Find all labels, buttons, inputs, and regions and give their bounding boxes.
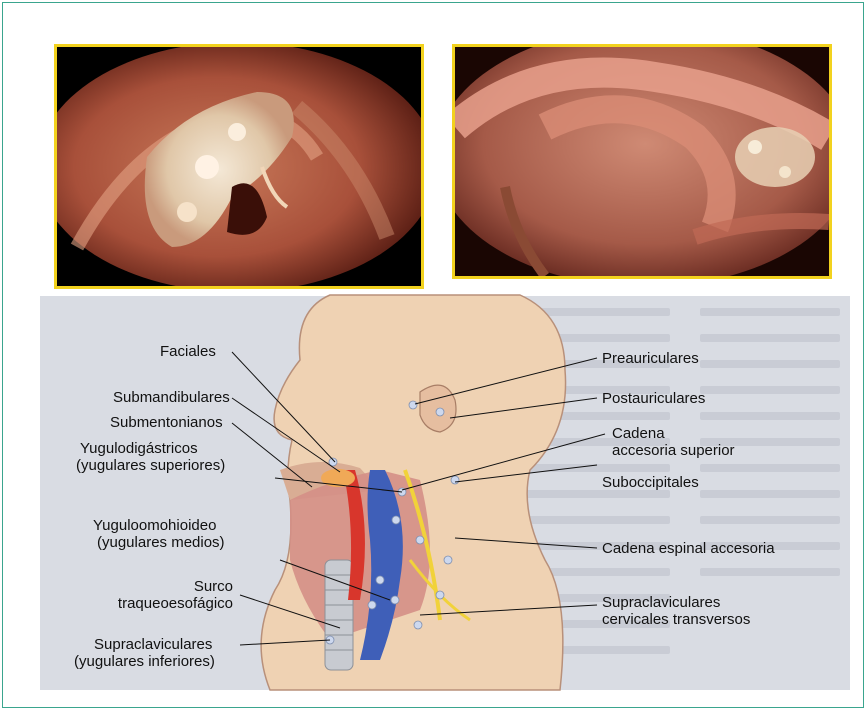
label-supraclaviculares-transversos-line1: Supraclaviculares — [602, 594, 750, 611]
label-suboccipitales: Suboccipitales — [602, 474, 699, 491]
label-supraclaviculares-inferiores: Supraclaviculares (yugulares inferiores) — [74, 636, 215, 670]
label-supraclaviculares-transversos: Supraclaviculares cervicales transversos — [602, 594, 750, 628]
label-yugulodigastricos: Yugulodigástricos (yugulares superiores) — [76, 440, 225, 474]
submandibular-gland — [321, 469, 355, 487]
label-yuguloomohioideo-line1: Yuguloomohioideo — [93, 517, 225, 534]
label-surco-line2: traqueoesofágico — [100, 595, 233, 612]
label-postauriculares: Postauriculares — [602, 390, 705, 407]
label-submandibulares: Submandibulares — [113, 389, 230, 406]
label-yugulodigastricos-line1: Yugulodigástricos — [76, 440, 225, 457]
label-cadena-accesoria-line1: Cadena — [612, 425, 735, 442]
label-yuguloomohioideo-line2: (yugulares medios) — [93, 534, 225, 551]
label-cadena-accesoria-superior: Cadena accesoria superior — [612, 425, 735, 459]
label-surco-line1: Surco — [100, 578, 233, 595]
label-cadena-espinal-accesoria: Cadena espinal accesoria — [602, 540, 775, 557]
label-yugulodigastricos-line2: (yugulares superiores) — [76, 457, 225, 474]
label-supraclaviculares-inferiores-line2: (yugulares inferiores) — [74, 653, 215, 670]
label-cadena-accesoria-line2: accesoria superior — [612, 442, 735, 459]
label-submentonianos: Submentonianos — [110, 414, 223, 431]
label-preauriculares: Preauriculares — [602, 350, 699, 367]
label-surco: Surco traqueoesofágico — [100, 578, 233, 612]
label-supraclaviculares-transversos-line2: cervicales transversos — [602, 611, 750, 628]
label-yuguloomohioideo: Yuguloomohioideo (yugulares medios) — [93, 517, 225, 551]
label-supraclaviculares-inferiores-line1: Supraclaviculares — [74, 636, 215, 653]
label-faciales: Faciales — [160, 343, 216, 360]
